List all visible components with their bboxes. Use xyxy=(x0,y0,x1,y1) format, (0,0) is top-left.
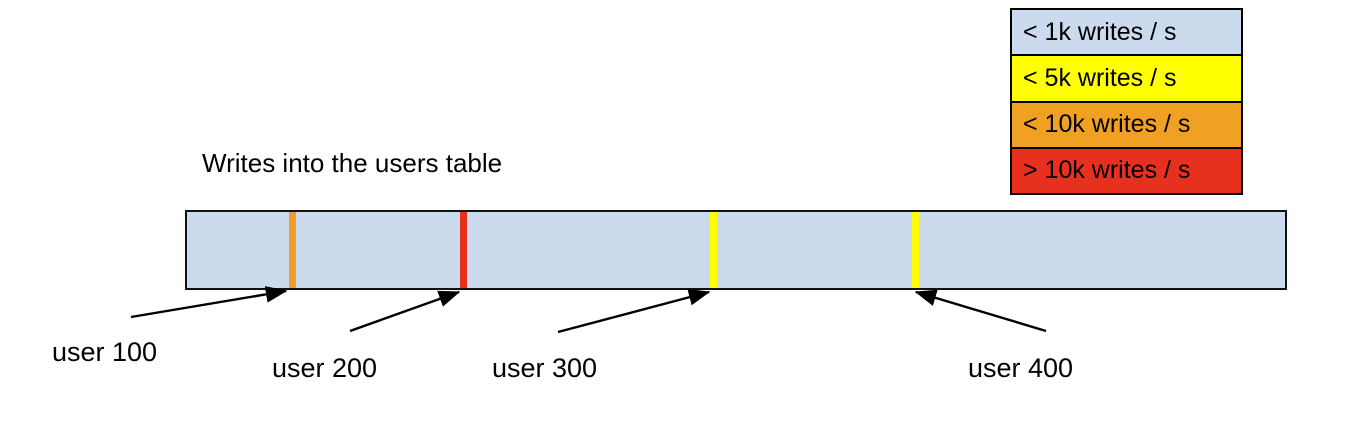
legend-row-under-10k: < 10k writes / s xyxy=(1012,102,1241,149)
arrow-user-200 xyxy=(349,290,461,333)
legend-label-over-10k: > 10k writes / s xyxy=(1023,156,1191,185)
legend-label-under-1k: < 1k writes / s xyxy=(1023,17,1177,46)
marker-user-400 xyxy=(912,212,920,288)
users-table-keyspace-bar xyxy=(185,210,1287,290)
arrow-user-100 xyxy=(130,286,288,319)
label-user-100: user 100 xyxy=(52,337,158,367)
arrow-user-400 xyxy=(914,289,1047,333)
legend-row-over-10k: > 10k writes / s xyxy=(1012,148,1241,193)
marker-user-100 xyxy=(288,212,296,288)
label-user-300: user 300 xyxy=(492,353,598,383)
chart-title: Writes into the users table xyxy=(202,148,503,178)
arrow-user-300 xyxy=(557,289,711,334)
legend-row-under-5k: < 5k writes / s xyxy=(1012,56,1241,103)
marker-user-300 xyxy=(710,212,718,288)
label-user-400: user 400 xyxy=(968,353,1074,383)
marker-user-200 xyxy=(459,212,467,288)
legend-row-under-1k: < 1k writes / s xyxy=(1012,10,1241,57)
legend-label-under-5k: < 5k writes / s xyxy=(1023,63,1177,92)
legend-label-under-10k: < 10k writes / s xyxy=(1023,110,1191,139)
write-rate-legend: < 1k writes / s < 5k writes / s < 10k wr… xyxy=(1010,8,1243,195)
label-user-200: user 200 xyxy=(272,353,378,383)
